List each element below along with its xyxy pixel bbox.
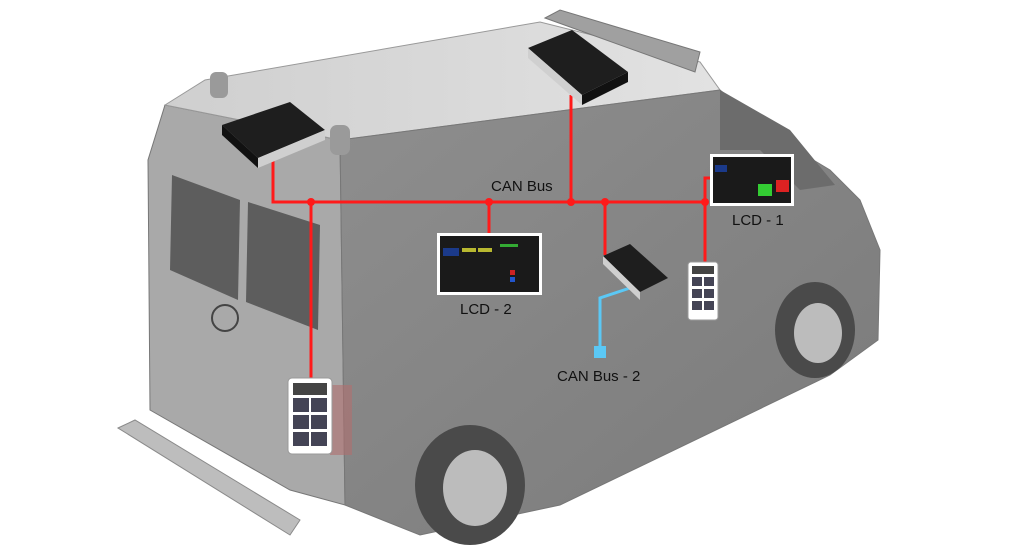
roof-rail [543,9,701,73]
rear-window-right [246,202,320,330]
brand-emblem [211,304,239,332]
rear-window-left [170,175,240,300]
cab-window [720,90,835,190]
can-bus-2-terminal [594,346,606,358]
rear-lamp [330,385,352,455]
junction-dot [307,198,315,206]
roof-module-rear [222,102,325,168]
can-bus-2-line [598,286,631,350]
can-bus-label: CAN Bus [491,178,553,195]
lcd-1-label: LCD - 1 [732,212,784,229]
junction-dot [567,198,575,206]
lcd-2-screen [437,233,542,295]
rear-step-bar [116,419,301,536]
keypad-side [687,261,719,321]
can-bus-main [271,160,705,204]
junction-dot [701,198,709,206]
can-bus-junctions [307,198,709,206]
junction-dot [601,198,609,206]
keypad-rear [287,377,333,455]
lcd-1-screen [710,154,794,206]
can-bus-lines [271,95,712,378]
roof-beacon [330,125,350,155]
can-bus-drop-lcd1-keypad [703,176,712,262]
roof-module-front [528,30,628,105]
lcd-2-label: LCD - 2 [460,301,512,318]
side-module [603,244,668,300]
can-bus-2-label: CAN Bus - 2 [557,368,641,385]
roof-beacon [210,72,228,98]
junction-dot [485,198,493,206]
front-wheel [775,282,855,378]
rear-wheel [415,425,525,545]
